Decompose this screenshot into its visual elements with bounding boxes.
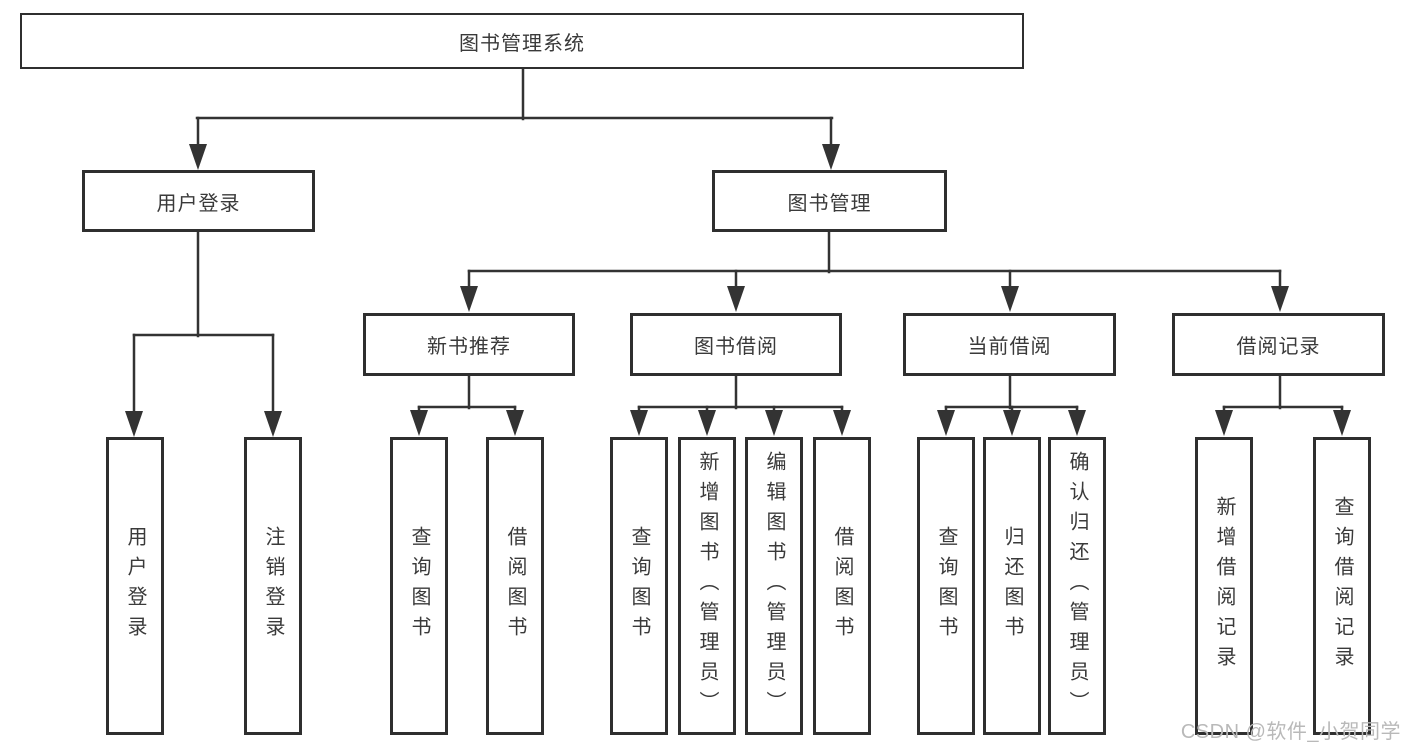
node-leaf-logout: 注销登录 xyxy=(244,437,302,735)
node-leaf-records-add-record: 新增借阅记录 xyxy=(1195,437,1253,735)
csdn-watermark: CSDN @软件_小贺同学 xyxy=(1180,721,1401,743)
node-label: 确认归还（管理员） xyxy=(1066,451,1088,721)
node-leaf-current-confirm-return-admin: 确认归还（管理员） xyxy=(1048,437,1106,735)
node-leaf-records-query-record: 查询借阅记录 xyxy=(1313,437,1371,735)
node-label: 图书管理系统 xyxy=(459,32,585,55)
node-label: 注销登录 xyxy=(262,526,284,646)
node-label: 查询图书 xyxy=(628,526,650,646)
node-label: 新增图书（管理员） xyxy=(696,451,718,721)
node-label: 查询图书 xyxy=(408,526,430,646)
node-leaf-recommend-query-books: 查询图书 xyxy=(390,437,448,735)
node-label: 图书管理 xyxy=(787,192,872,215)
node-leaf-borrow-add-books-admin: 新增图书（管理员） xyxy=(678,437,736,735)
node-label: 新书推荐 xyxy=(427,336,511,358)
node-label: 编辑图书（管理员） xyxy=(763,451,785,721)
node-leaf-user-login: 用户登录 xyxy=(106,437,164,735)
node-leaf-borrow-edit-books-admin: 编辑图书（管理员） xyxy=(745,437,803,735)
node-label: 用户登录 xyxy=(156,192,241,215)
node-leaf-recommend-borrow-books: 借阅图书 xyxy=(486,437,544,735)
node-book-management: 图书管理 xyxy=(712,170,947,232)
node-label: 借阅图书 xyxy=(504,526,526,646)
node-label: 当前借阅 xyxy=(967,336,1052,358)
node-label: 用户登录 xyxy=(124,526,146,646)
node-leaf-current-return-books: 归还图书 xyxy=(983,437,1041,735)
node-label: 查询图书 xyxy=(935,526,957,646)
node-leaf-borrow-query-books: 查询图书 xyxy=(610,437,668,735)
node-book-borrow: 图书借阅 xyxy=(630,313,842,376)
node-new-book-recommend: 新书推荐 xyxy=(363,313,575,376)
node-label: 查询借阅记录 xyxy=(1331,496,1353,676)
node-label: 借阅图书 xyxy=(831,526,853,646)
node-label: 新增借阅记录 xyxy=(1213,496,1235,676)
node-leaf-current-query-books: 查询图书 xyxy=(917,437,975,735)
node-user-login: 用户登录 xyxy=(82,170,315,232)
node-leaf-borrow-borrow-books: 借阅图书 xyxy=(813,437,871,735)
node-label: 图书借阅 xyxy=(694,336,778,358)
node-label: 归还图书 xyxy=(1001,526,1023,646)
node-borrow-records: 借阅记录 xyxy=(1172,313,1385,376)
node-root: 图书管理系统 xyxy=(20,13,1024,69)
node-label: 借阅记录 xyxy=(1236,336,1321,358)
node-current-borrow: 当前借阅 xyxy=(903,313,1116,376)
